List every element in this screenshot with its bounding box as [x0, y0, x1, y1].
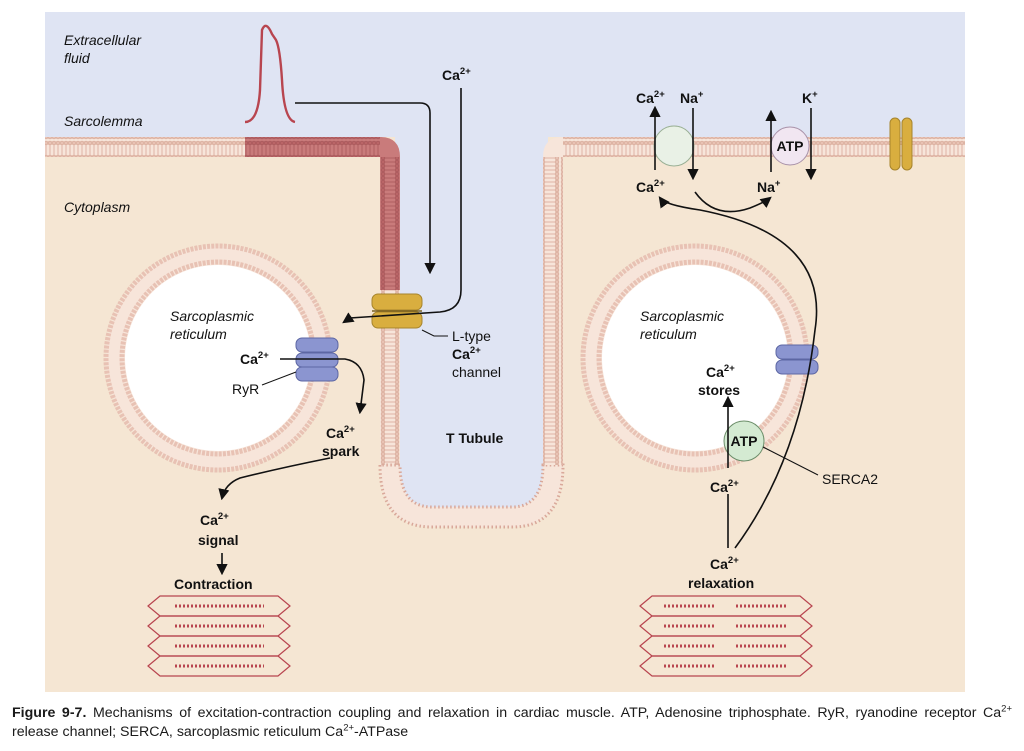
cytoplasm-label: Cytoplasm [64, 199, 130, 215]
l-type-label-1: L-type [452, 328, 491, 344]
k-label: K+ [802, 89, 818, 106]
na-out-label: Na+ [757, 178, 781, 195]
ryr-channel [295, 337, 339, 382]
t-tubule-label: T Tubule [446, 430, 503, 446]
serca2-leader [762, 446, 819, 476]
sr-left-label-1: Sarcoplasmic [170, 308, 254, 324]
extracellular-label-1: Extracellular [64, 32, 142, 48]
ryr-leader [261, 371, 297, 386]
myofilaments-left [147, 595, 291, 677]
ca-influx-arrow [342, 88, 462, 324]
caption-label: Figure 9-7. [12, 705, 87, 721]
extracellular-region [45, 12, 965, 137]
l-type-channel [371, 293, 423, 329]
depolarization-arrow [295, 102, 436, 275]
ryr-label: RyR [232, 381, 259, 397]
sarcoplasmic-reticulum-left [103, 243, 333, 473]
na-in-label: Na+ [680, 89, 704, 106]
arrows [216, 88, 818, 576]
serca-ca-label: Ca2+ [710, 478, 739, 495]
serca2-label: SERCA2 [822, 471, 878, 487]
t-tubule-lumen [395, 137, 548, 507]
ca-release-arrow [280, 358, 367, 415]
na-link-arrow [694, 191, 772, 213]
caption-text-2: release channel; SERCA, sarcoplasmic ret… [12, 724, 344, 740]
l-type-label-2: Ca2+ [452, 345, 481, 362]
l-type-label-3: channel [452, 364, 501, 380]
spark-label: spark [322, 443, 360, 459]
myofilaments-right [639, 595, 813, 677]
relaxation-label: relaxation [688, 575, 754, 591]
relaxation-ca-label: Ca2+ [710, 555, 739, 572]
pump-atp-label: ATP [777, 138, 804, 154]
ca-out-label: Ca2+ [636, 89, 665, 106]
signal-ca-label: Ca2+ [200, 511, 229, 528]
ca-entry-label: Ca2+ [442, 66, 471, 83]
leader-lines [261, 329, 819, 476]
action-potential-trace [244, 24, 296, 124]
ryr-channel-right [775, 344, 819, 375]
sr-left-label-2: reticulum [170, 326, 227, 342]
membrane-channel [889, 117, 913, 171]
caption-sup-1: 2+ [1001, 703, 1012, 715]
spark-to-signal-arrow [218, 457, 331, 501]
sr-right-label-1: Sarcoplasmic [640, 308, 724, 324]
contraction-label: Contraction [174, 576, 253, 592]
sr-right-label-2: reticulum [640, 326, 697, 342]
l-type-leader [421, 329, 448, 337]
na-ca-exchanger [653, 125, 695, 167]
signal-label: signal [198, 532, 238, 548]
stores-ca-label: Ca2+ [706, 363, 735, 380]
stores-label: stores [698, 382, 740, 398]
serca2-pump [723, 420, 765, 462]
ec-coupling-diagram: Extracellular fluid Sarcolemma Cytoplasm… [45, 12, 965, 692]
sarcoplasmic-reticulum-right [580, 243, 810, 473]
serca-atp-label: ATP [731, 433, 758, 449]
caption-sup-2: 2+ [343, 722, 355, 734]
figure-caption: Figure 9-7. Mechanisms of excitation-con… [12, 704, 1012, 742]
ca-cyto-label: Ca2+ [636, 178, 665, 195]
relaxation-efflux-arrow [658, 196, 818, 549]
caption-text-1: Mechanisms of excitation-contraction cou… [86, 705, 1002, 721]
ca-sr-left-label: Ca2+ [240, 350, 269, 367]
spark-ca-label: Ca2+ [326, 424, 355, 441]
caption-text-3: -ATPase [354, 724, 409, 740]
sarcolemma-label: Sarcolemma [64, 113, 143, 129]
extracellular-label-2: fluid [64, 50, 91, 66]
